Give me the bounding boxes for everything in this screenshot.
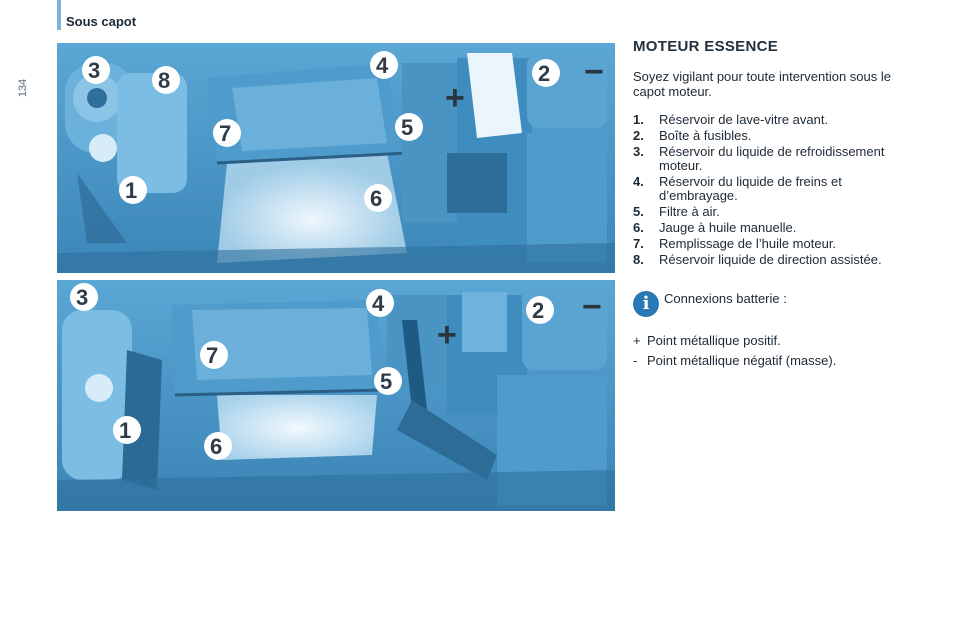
engine-illustration-bottom: + − 3 4 2 7 5 1 6 — [57, 280, 615, 511]
marker-5-bottom: 5 — [374, 367, 402, 395]
list-item: 7.Remplissage de l’huile moteur. — [633, 236, 837, 251]
list-item: -Point métallique négatif (masse). — [633, 353, 837, 368]
svg-text:6: 6 — [210, 434, 222, 459]
svg-text:3: 3 — [76, 285, 88, 310]
svg-text:5: 5 — [401, 115, 413, 140]
list-item: 6.Jauge à huile manuelle. — [633, 220, 797, 235]
svg-text:4: 4 — [372, 291, 385, 316]
marker-3: 3 — [82, 56, 110, 84]
svg-text:2: 2 — [538, 61, 550, 86]
battery-positive-symbol-top: + — [445, 79, 465, 117]
list-item: +Point métallique positif. — [633, 333, 781, 348]
engine-illustration-bottom-drawing: + − 3 4 2 7 5 1 6 — [57, 280, 615, 511]
intro-text: Soyez vigilant pour toute intervention s… — [633, 69, 891, 99]
main-heading: MOTEUR ESSENCE — [633, 38, 779, 55]
list-item: 8.Réservoir liquide de direction assisté… — [633, 252, 882, 267]
marker-8: 8 — [152, 66, 180, 94]
marker-7-bottom: 7 — [200, 341, 228, 369]
battery-positive-symbol-bottom: + — [437, 316, 457, 354]
engine-illustration-top-drawing: + − 3 8 4 2 7 5 1 6 — [57, 43, 615, 273]
svg-text:7: 7 — [206, 343, 218, 368]
svg-text:4: 4 — [376, 53, 389, 78]
list-item: 2.Boîte à fusibles. — [633, 128, 752, 143]
info-text: Connexions batterie : — [664, 291, 787, 306]
list-item: 4.Réservoir du liquide de freins et d’em… — [633, 174, 842, 203]
battery-negative-symbol-bottom: − — [582, 288, 602, 326]
marker-2-bottom: 2 — [526, 296, 554, 324]
svg-text:2: 2 — [532, 298, 544, 323]
marker-2: 2 — [532, 59, 560, 87]
header-accent-bar — [57, 0, 61, 30]
svg-text:8: 8 — [158, 68, 170, 93]
list-item: 5.Filtre à air. — [633, 204, 720, 219]
marker-1: 1 — [119, 176, 147, 204]
list-item: 3.Réservoir du liquide de refroidissemen… — [633, 144, 885, 173]
marker-3-bottom: 3 — [70, 283, 98, 311]
svg-text:1: 1 — [125, 178, 137, 203]
section-title: Sous capot — [66, 14, 137, 29]
svg-text:1: 1 — [119, 418, 131, 443]
text-column: MOTEUR ESSENCE Soyez vigilant pour toute… — [633, 38, 933, 373]
marker-7: 7 — [213, 119, 241, 147]
svg-text:7: 7 — [219, 121, 231, 146]
svg-text:6: 6 — [370, 186, 382, 211]
svg-text:3: 3 — [88, 58, 100, 83]
battery-negative-symbol-top: − — [584, 53, 604, 91]
marker-1-bottom: 1 — [113, 416, 141, 444]
component-list: 1.Réservoir de lave-vitre avant. 2.Boîte… — [633, 113, 933, 267]
page-number: 134 — [17, 78, 30, 98]
info-icon: i — [633, 291, 659, 317]
battery-terminal-list: +Point métallique positif. -Point métall… — [633, 333, 933, 368]
marker-5: 5 — [395, 113, 423, 141]
marker-6-bottom: 6 — [204, 432, 232, 460]
marker-4: 4 — [370, 51, 398, 79]
info-note: i Connexions batterie : — [633, 291, 933, 319]
list-item: 1.Réservoir de lave-vitre avant. — [633, 112, 829, 127]
svg-text:5: 5 — [380, 369, 392, 394]
marker-4-bottom: 4 — [366, 289, 394, 317]
marker-6: 6 — [364, 184, 392, 212]
engine-illustration-top: + − 3 8 4 2 7 5 1 6 — [57, 43, 615, 273]
